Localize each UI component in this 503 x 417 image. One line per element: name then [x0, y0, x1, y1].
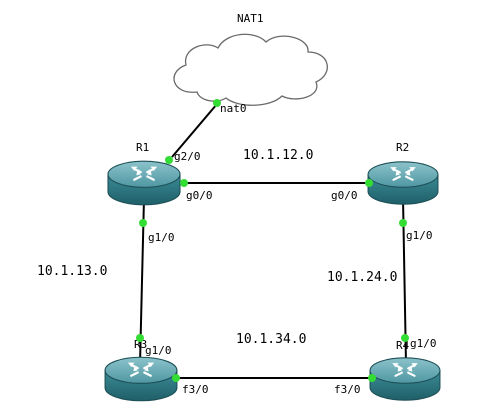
port-dot-r3-f3-0 — [172, 374, 180, 382]
network-label-r1-r2: 10.1.12.0 — [243, 148, 313, 163]
port-label-nat0: nat0 — [220, 102, 247, 115]
port-label-r1-g0-0: g0/0 — [186, 189, 213, 202]
port-dot-r4-f3-0 — [368, 374, 376, 382]
port-label-r4-f3-0: f3/0 — [334, 383, 361, 396]
port-label-r2-g0-0: g0/0 — [331, 189, 358, 202]
link-nat — [171, 103, 218, 158]
port-dot-r2-g0-0 — [365, 179, 373, 187]
port-dots — [136, 99, 409, 382]
port-dot-r1-g2-0 — [165, 156, 173, 164]
port-label-r1-g2-0: g2/0 — [174, 150, 201, 163]
router-r1-name: R1 — [136, 141, 149, 154]
port-dot-r2-g1-0 — [399, 219, 407, 227]
network-label-r2-r4: 10.1.24.0 — [327, 270, 397, 285]
port-dot-r1-g1-0 — [139, 219, 147, 227]
cloud-name: NAT1 — [237, 12, 264, 25]
port-label-r3-f3-0: f3/0 — [182, 383, 209, 396]
router-r2-name: R2 — [396, 141, 409, 154]
port-dot-r3-g1-0 — [136, 334, 144, 342]
nat-cloud[interactable]: NAT1 — [173, 12, 328, 106]
port-dot-r4-g1-0 — [401, 334, 409, 342]
router-r4-name: R4 — [396, 339, 410, 352]
port-label-r3-g1-0: g1/0 — [145, 344, 172, 357]
port-label-r1-g1-0: g1/0 — [148, 231, 175, 244]
port-dot-r1-g0-0 — [180, 179, 188, 187]
router-r4[interactable]: R4 — [369, 339, 441, 402]
network-label-r1-r3: 10.1.13.0 — [37, 264, 107, 279]
router-r1[interactable]: R1 — [106, 141, 182, 206]
router-r3[interactable]: R3 — [104, 338, 178, 402]
network-label-r3-r4: 10.1.34.0 — [236, 332, 306, 347]
router-r2[interactable]: R2 — [367, 141, 439, 206]
router-r3-name: R3 — [134, 338, 147, 351]
port-label-r2-g1-0: g1/0 — [406, 229, 433, 242]
port-dot-nat0 — [213, 99, 221, 107]
port-label-r4-g1-0: g1/0 — [410, 337, 437, 350]
